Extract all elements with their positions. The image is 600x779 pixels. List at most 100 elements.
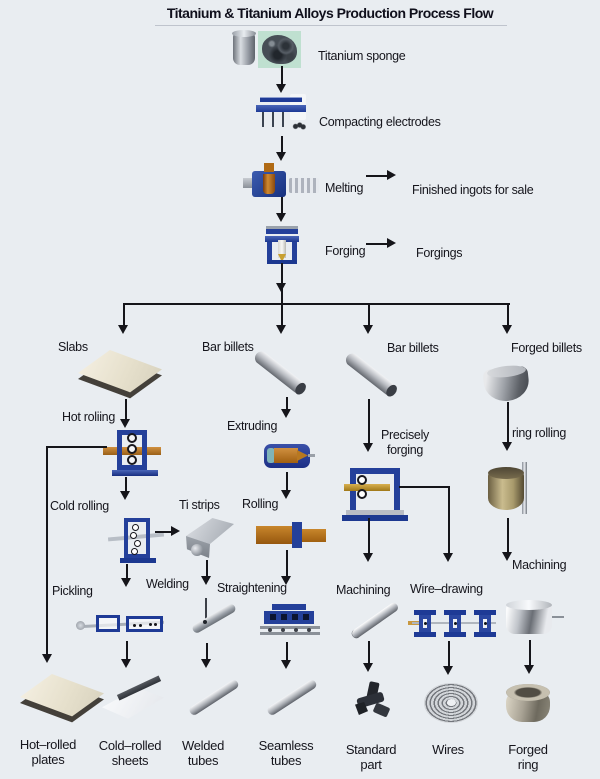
ti-strip-icon — [186, 518, 234, 558]
flow-line — [206, 560, 208, 578]
flow-line — [126, 564, 128, 580]
branch-bar-line — [123, 303, 510, 305]
melting-furnace-icon — [243, 163, 289, 199]
ring-rolling-ring-icon — [488, 462, 534, 516]
flow-line — [507, 518, 509, 554]
arrow-down-icon — [281, 490, 291, 499]
slab-icon — [78, 350, 162, 402]
forging-label: Forging — [325, 244, 366, 258]
seamless-tube-icon — [264, 674, 320, 722]
pickling-line-icon — [76, 612, 166, 638]
flow-line — [286, 642, 288, 662]
wire-drawing-line-icon — [408, 608, 500, 640]
compacting-press-icon — [256, 94, 308, 132]
flow-line — [123, 305, 125, 327]
flow-line — [281, 66, 283, 86]
flow-line — [206, 643, 208, 661]
flow-line — [47, 446, 107, 448]
flow-line — [286, 550, 288, 578]
arrow-right-icon — [387, 170, 396, 180]
titanium-sponge-icon — [258, 31, 301, 68]
arrow-down-icon — [502, 325, 512, 334]
seamless-tubes-label: Seamless tubes — [258, 738, 314, 768]
ring-rolling-label: ring rolling — [512, 426, 567, 440]
arrow-down-icon — [276, 84, 286, 93]
arrow-down-icon — [276, 325, 286, 334]
flow-line — [281, 305, 283, 327]
flow-line — [368, 518, 370, 555]
cold-rolling-mill-icon — [107, 516, 165, 564]
machined-ring-icon — [506, 600, 564, 638]
hot-rolling-mill-icon — [103, 429, 161, 477]
flow-line — [507, 305, 509, 327]
arrow-down-icon — [502, 442, 512, 451]
arrow-down-icon — [276, 283, 286, 292]
finished-ingots-label: Finished ingots for sale — [412, 183, 534, 197]
arrow-down-icon — [502, 552, 512, 561]
arrow-down-icon — [363, 553, 373, 562]
arrow-down-icon — [443, 553, 453, 562]
ti-strips-label: Ti strips — [179, 498, 220, 512]
bar-billet-icon — [250, 346, 310, 400]
flow-line — [286, 397, 288, 411]
extruder-icon — [262, 442, 316, 472]
melting-label: Melting — [325, 181, 364, 195]
bucket-icon — [232, 30, 256, 65]
bar-billets-1-label: Bar billets — [202, 340, 254, 354]
flow-line — [281, 136, 283, 154]
hot-rolling-label: Hot roliing — [62, 410, 115, 424]
forged-billet-icon — [482, 363, 532, 404]
precisely-forging-label: Precisely forging — [380, 428, 429, 457]
slabs-label: Slabs — [58, 340, 88, 354]
standard-part-icon — [352, 680, 394, 724]
arrow-down-icon — [443, 666, 453, 675]
straightening-machine-icon — [260, 604, 320, 640]
bar-billets-2-label: Bar billets — [387, 341, 439, 355]
flow-line — [125, 399, 127, 421]
forged-ring-icon — [504, 682, 554, 724]
cold-rolled-sheet-icon — [102, 675, 164, 724]
welding-tube-icon — [190, 598, 240, 642]
forgings-label: Forgings — [416, 246, 463, 260]
bar-billet-icon — [341, 348, 401, 402]
welding-label: Welding — [146, 577, 189, 591]
title-underline — [155, 25, 507, 26]
extruding-label: Extruding — [227, 419, 278, 433]
standard-part-label: Standard part — [345, 742, 397, 772]
wires-label: Wires — [432, 742, 464, 757]
rolling-bar-icon — [256, 522, 326, 548]
hot-rolled-plates-label: Hot–rolled plates — [19, 737, 77, 767]
flow-line — [448, 641, 450, 668]
wire-coil-icon — [424, 683, 478, 723]
wire-drawing-label: Wire–drawing — [410, 582, 483, 596]
arrow-down-icon — [281, 576, 291, 585]
flow-line — [368, 305, 370, 327]
welded-tubes-label: Welded tubes — [181, 738, 225, 768]
machining-bar-label: Machining — [336, 583, 391, 597]
forging-press-icon — [265, 226, 299, 264]
arrow-right-icon — [171, 526, 180, 536]
straightening-label: Straightening — [217, 581, 287, 595]
arrow-down-icon — [120, 419, 130, 428]
titanium-sponge-label: Titanium sponge — [318, 49, 406, 63]
flow-line — [448, 486, 450, 555]
ghost-ingots-icon — [289, 178, 319, 193]
page-title: Titanium & Titanium Alloys Production Pr… — [166, 5, 494, 21]
arrow-down-icon — [363, 663, 373, 672]
flow-line — [366, 175, 388, 177]
flow-line — [126, 641, 128, 661]
arrow-right-icon — [387, 238, 396, 248]
arrow-down-icon — [281, 660, 291, 669]
flow-line — [368, 641, 370, 665]
rolling-label: Rolling — [242, 497, 279, 511]
flow-line — [286, 472, 288, 492]
pickling-label: Pickling — [52, 584, 93, 598]
arrow-down-icon — [201, 576, 211, 585]
arrow-down-icon — [201, 659, 211, 668]
forged-billets-label: Forged billets — [511, 341, 582, 355]
flow-line — [507, 402, 509, 444]
cold-rolling-label: Cold rolling — [50, 499, 109, 513]
welded-tube-icon — [186, 674, 242, 722]
arrow-down-icon — [281, 409, 291, 418]
